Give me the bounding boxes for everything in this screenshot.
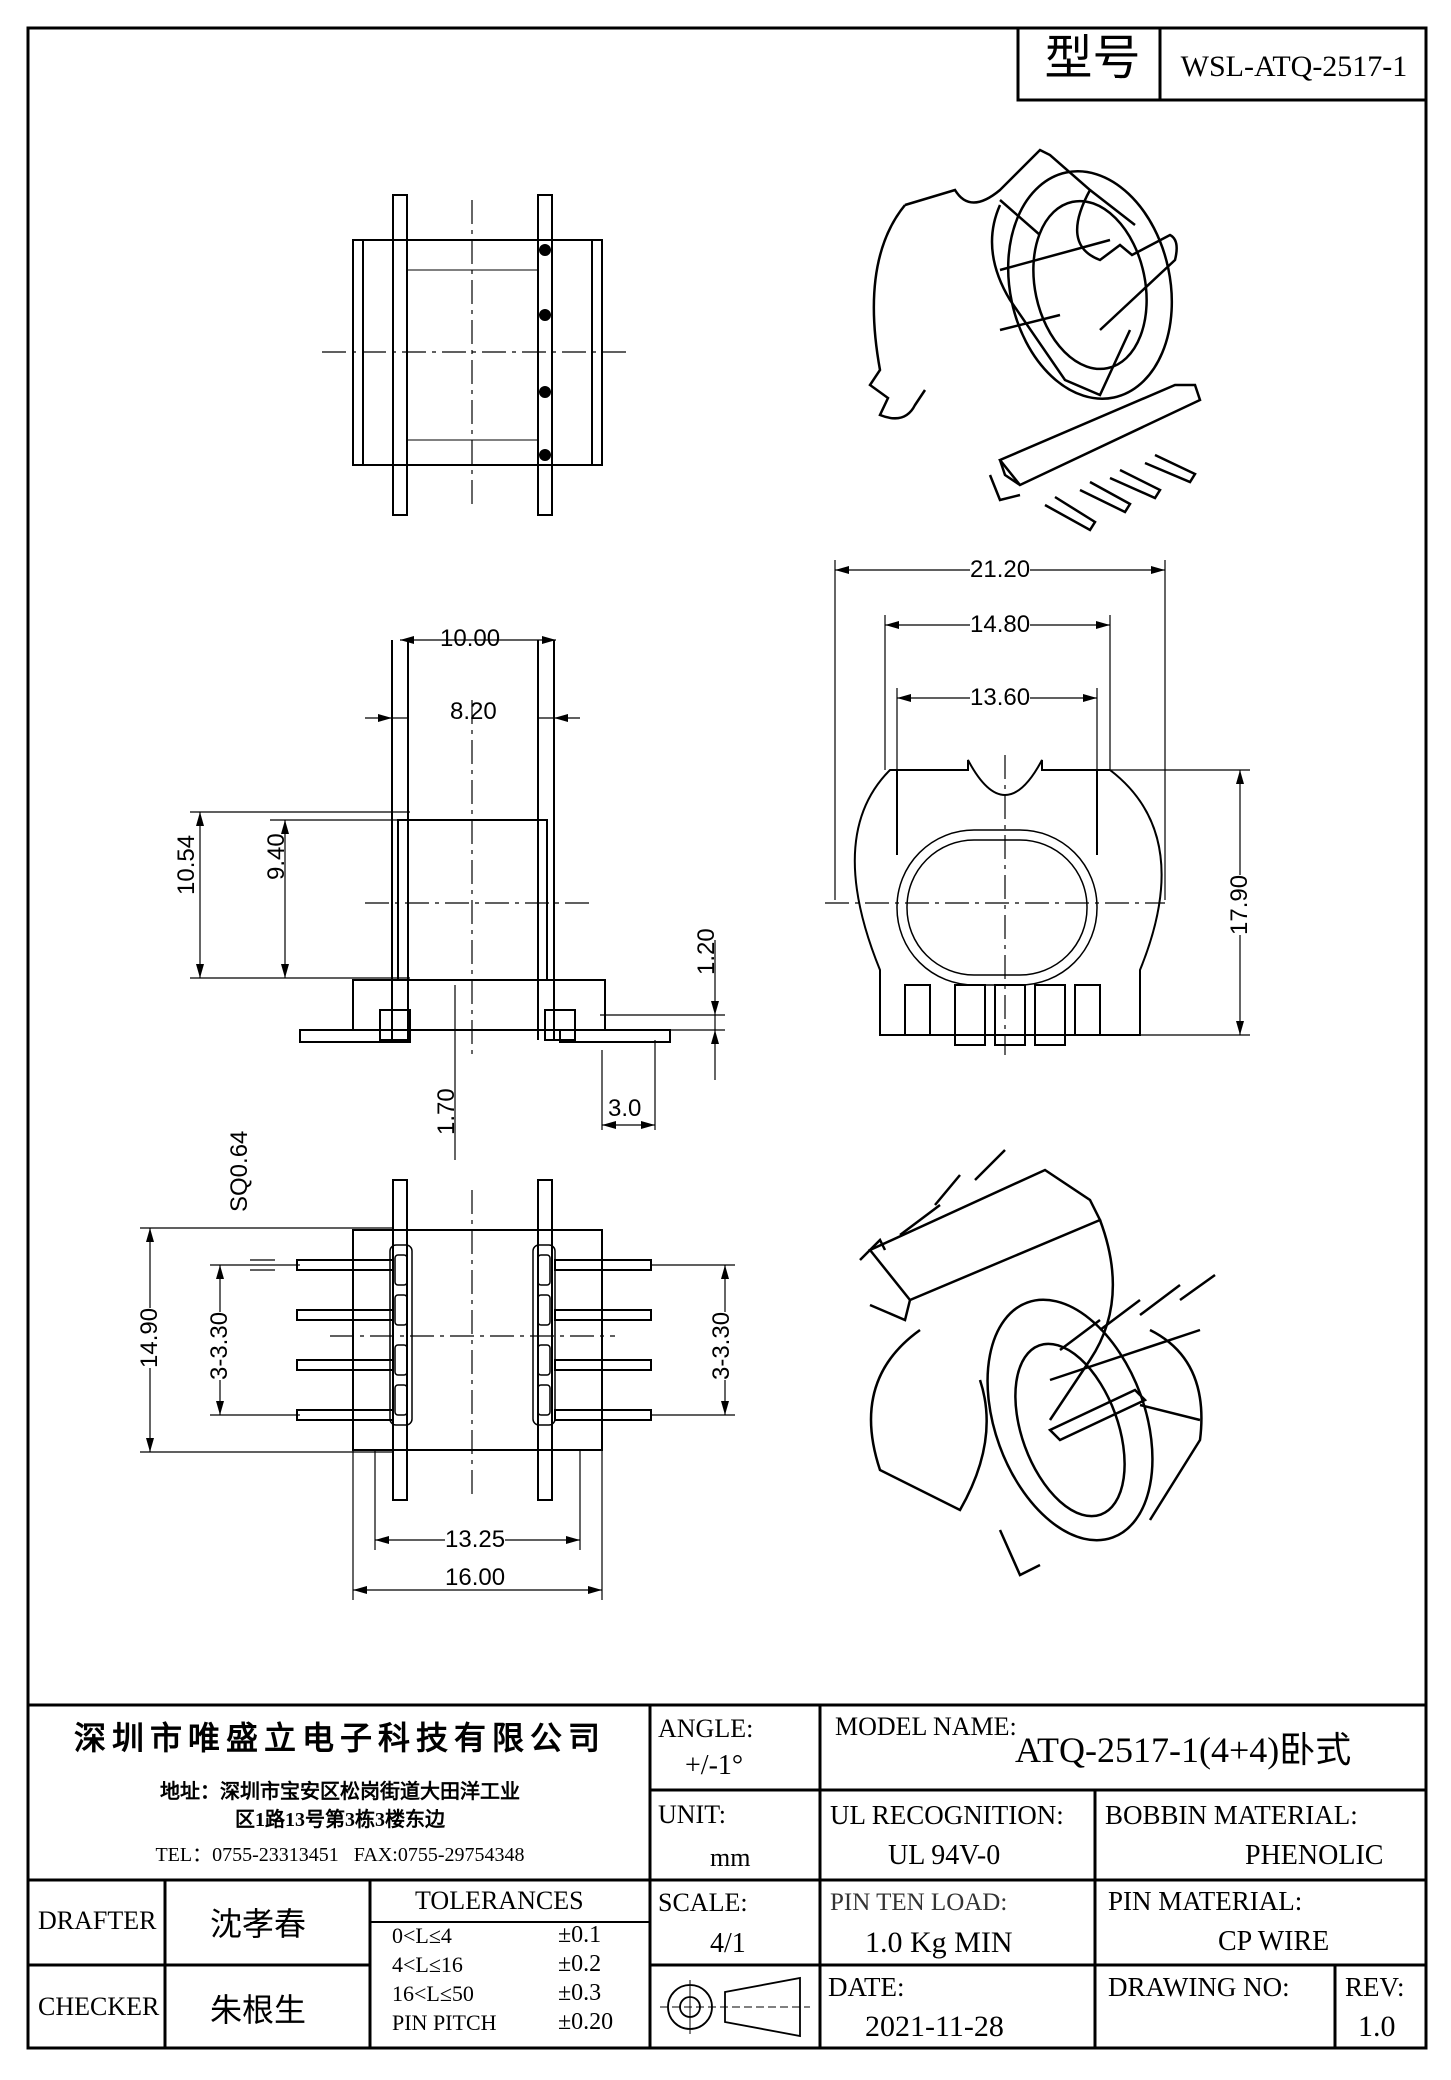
company-name: 深圳市唯盛立电子科技有限公司 — [73, 1720, 606, 1756]
ul-label: UL RECOGNITION: — [830, 1800, 1064, 1830]
bottom-view — [140, 1179, 735, 1600]
checker-name: 朱根生 — [210, 1992, 307, 2028]
company-contact: TEL：0755-23313451 FAX:0755-29754348 — [155, 1844, 525, 1866]
dim-label: 9.40 — [263, 833, 290, 880]
tolerance-range: PIN PITCH — [392, 2010, 497, 2035]
checker-label: CHECKER — [38, 1992, 160, 2021]
tolerance-value: ±0.1 — [558, 1922, 602, 1948]
dim-label: 3-3.30 — [206, 1311, 233, 1380]
unit-label: UNIT: — [658, 1800, 727, 1829]
drafter-name: 沈孝春 — [210, 1906, 307, 1942]
unit-value: mm — [710, 1843, 751, 1872]
projection-symbol — [660, 1976, 810, 2038]
pin-load-label: PIN TEN LOAD: — [830, 1889, 1008, 1916]
front-elevation-view — [825, 560, 1250, 1055]
pin-material-label: PIN MATERIAL: — [1108, 1886, 1303, 1916]
tolerances-title: TOLERANCES — [415, 1886, 584, 1915]
dim-label: 10.54 — [173, 834, 200, 895]
bobbin-material-label: BOBBIN MATERIAL: — [1105, 1800, 1358, 1830]
dim-label: 1.70 — [433, 1088, 460, 1135]
angle-value: +/-1° — [685, 1750, 744, 1781]
dim-label: 16.00 — [445, 1564, 506, 1591]
isometric-view-bottom — [859, 1149, 1216, 1577]
drafter-label: DRAFTER — [38, 1906, 157, 1935]
date-label: DATE: — [828, 1972, 905, 2002]
pin-load-value: 1.0 Kg MIN — [865, 1926, 1013, 1959]
isometric-view-top — [868, 148, 1202, 532]
rev-label: REV: — [1345, 1972, 1405, 2002]
dim-label: 14.90 — [136, 1307, 163, 1368]
date-value: 2021-11-28 — [865, 2010, 1004, 2043]
model-header-label: 型号 — [1044, 32, 1141, 85]
ul-value: UL 94V-0 — [888, 1840, 1001, 1871]
model-name-value: ATQ-2517-1(4+4)卧式 — [1015, 1730, 1352, 1770]
dim-label: 1.20 — [693, 928, 720, 975]
dim-label: 14.80 — [970, 611, 1031, 638]
bobbin-material-value: PHENOLIC — [1245, 1840, 1384, 1871]
tolerance-range: 4<L≤16 — [392, 1952, 463, 1977]
dim-label: SQ0.64 — [226, 1130, 253, 1212]
dim-label: 21.20 — [970, 556, 1031, 583]
drawing-no-label: DRAWING NO: — [1108, 1972, 1290, 2002]
dim-label: 17.90 — [1226, 874, 1253, 935]
dim-label: 3.0 — [608, 1095, 642, 1122]
model-name-label: MODEL NAME: — [835, 1712, 1017, 1741]
scale-label: SCALE: — [658, 1888, 748, 1917]
dim-label: 10.00 — [440, 625, 501, 652]
title-block-grid — [28, 1703, 1426, 2048]
dim-label: 8.20 — [450, 698, 497, 725]
front-view — [190, 636, 725, 1160]
tolerance-range: 16<L≤50 — [392, 1981, 474, 2006]
tolerance-value: ±0.20 — [558, 2009, 614, 2035]
side-view — [322, 194, 628, 516]
dim-label: 13.25 — [445, 1526, 506, 1553]
company-address-line1: 地址：深圳市宝安区松岗街道大田洋工业 — [160, 1781, 520, 1803]
pin-material-value: CP WIRE — [1218, 1926, 1330, 1957]
model-header-box — [1016, 26, 1428, 102]
rev-value: 1.0 — [1358, 2010, 1396, 2043]
tolerance-value: ±0.2 — [558, 1951, 602, 1977]
angle-label: ANGLE: — [658, 1714, 754, 1743]
dim-label: 3-3.30 — [708, 1311, 735, 1380]
model-header-code: WSL-ATQ-2517-1 — [1180, 50, 1408, 83]
company-address-line2: 区1路13号第3栋3楼东边 — [235, 1809, 445, 1831]
scale-value: 4/1 — [710, 1928, 746, 1959]
tolerance-value: ±0.3 — [558, 1980, 602, 2006]
sheet-border — [26, 26, 1428, 2050]
tolerance-range: 0<L≤4 — [392, 1923, 452, 1948]
dim-label: 13.60 — [970, 684, 1031, 711]
